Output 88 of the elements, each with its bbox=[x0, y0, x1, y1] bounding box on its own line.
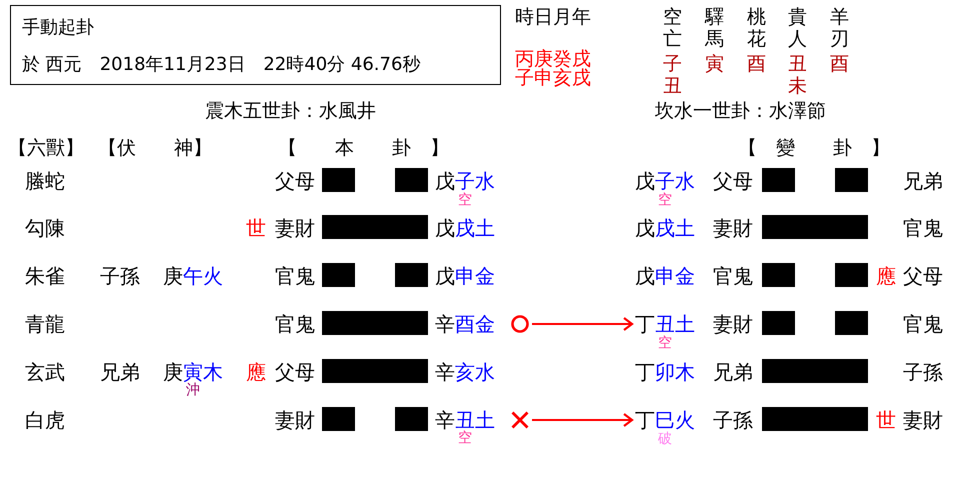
note-label: 空 bbox=[458, 193, 472, 208]
stem-label: 戊 bbox=[635, 217, 655, 239]
relation-label: 妻財 bbox=[903, 409, 943, 431]
relation-label: 官鬼 bbox=[903, 313, 943, 335]
section-heading: 【 本 卦 】 bbox=[278, 137, 449, 159]
relation-label: 妻財 bbox=[713, 313, 753, 335]
branch-label: 申金 bbox=[655, 265, 695, 287]
column-heading: 貴人 bbox=[788, 6, 807, 50]
branch-label: 戌土 bbox=[455, 217, 495, 239]
hexagram-title: 坎水一世卦：水澤節 bbox=[655, 100, 826, 122]
stem-label: 丁 bbox=[635, 312, 655, 336]
column-value: 子丑 bbox=[663, 53, 682, 97]
note-label: 沖 bbox=[186, 383, 200, 398]
column-value: 丑未 bbox=[788, 53, 807, 97]
relation-label: 子孫 bbox=[903, 361, 943, 383]
spirit-label: 白虎 bbox=[25, 409, 65, 431]
ring-icon bbox=[511, 315, 529, 333]
spirit-label: 螣蛇 bbox=[25, 170, 65, 192]
branch-label: 申金 bbox=[455, 265, 495, 287]
relation-label: 官鬼 bbox=[903, 217, 943, 239]
column-heading: 羊刃 bbox=[830, 6, 849, 50]
stem-label: 丁 bbox=[635, 408, 655, 432]
column-heading: 桃花 bbox=[747, 6, 766, 50]
column-value: 酉 bbox=[747, 53, 766, 75]
branch-label: 亥水 bbox=[455, 361, 495, 383]
relation-label: 子孫 bbox=[100, 265, 140, 287]
column-value: 寅 bbox=[705, 53, 724, 75]
branch-label: 卯木 bbox=[655, 361, 695, 383]
stem-label: 庚 bbox=[163, 361, 183, 383]
arrow bbox=[532, 316, 634, 332]
note-label: 空 bbox=[658, 336, 672, 351]
branch-label: 午火 bbox=[183, 265, 223, 287]
relation-label: 兄弟 bbox=[713, 361, 753, 383]
stem-label: 戊 bbox=[435, 265, 455, 287]
note-label: 空 bbox=[458, 431, 472, 446]
branch-label: 子水 bbox=[455, 170, 495, 192]
stem-label: 辛 bbox=[435, 409, 455, 431]
column-heading: 空亡 bbox=[663, 6, 682, 50]
pillar-heading: 時日月年 bbox=[515, 6, 591, 28]
relation-label: 子孫 bbox=[713, 409, 753, 431]
relation-label: 官鬼 bbox=[275, 313, 315, 335]
relation-label: 父母 bbox=[275, 170, 315, 192]
spirit-label: 朱雀 bbox=[25, 265, 65, 287]
spirit-label: 勾陳 bbox=[25, 217, 65, 239]
stem-label: 庚 bbox=[163, 265, 183, 287]
position-marker: 應 bbox=[246, 361, 266, 383]
section-heading: 【伏 神】 bbox=[98, 137, 212, 159]
note-label: 破 bbox=[658, 432, 672, 447]
stem-label: 戊 bbox=[635, 170, 655, 192]
position-marker: 世 bbox=[246, 217, 266, 239]
hexagram-title: 震木五世卦：水風井 bbox=[205, 100, 376, 122]
stem-label: 戊 bbox=[635, 265, 655, 287]
section-heading: 【 變 卦 】 bbox=[738, 137, 890, 159]
relation-label: 父母 bbox=[903, 265, 943, 287]
stem-label: 辛 bbox=[435, 313, 455, 335]
relation-label: 妻財 bbox=[713, 217, 753, 239]
position-marker: 應 bbox=[876, 265, 896, 287]
branch-label: 丑土 bbox=[655, 312, 695, 336]
stem-label: 戊 bbox=[435, 217, 455, 239]
branch-label: 戌土 bbox=[655, 217, 695, 239]
heading-text: 手動起卦 bbox=[22, 16, 94, 40]
spirit-label: 青龍 bbox=[25, 313, 65, 335]
spirit-label: 玄武 bbox=[25, 361, 65, 383]
relation-label: 官鬼 bbox=[275, 265, 315, 287]
relation-label: 妻財 bbox=[275, 217, 315, 239]
arrow bbox=[532, 412, 634, 428]
relation-label: 父母 bbox=[275, 361, 315, 383]
relation-label: 兄弟 bbox=[903, 170, 943, 192]
relation-label: 官鬼 bbox=[713, 265, 753, 287]
relation-label: 父母 bbox=[713, 170, 753, 192]
branch-label: 巳火 bbox=[655, 408, 695, 432]
stem-label: 戊 bbox=[435, 170, 455, 192]
note-label: 空 bbox=[658, 193, 672, 208]
relation-label: 兄弟 bbox=[100, 361, 140, 383]
header-panel bbox=[10, 5, 501, 85]
branch-label: 丑土 bbox=[455, 409, 495, 431]
branch-label: 酉金 bbox=[455, 313, 495, 335]
branch-label: 寅木 bbox=[183, 361, 223, 383]
cross-icon bbox=[511, 411, 529, 429]
section-heading: 【六獸】 bbox=[8, 137, 84, 159]
branch-label: 子水 bbox=[655, 170, 695, 192]
relation-label: 妻財 bbox=[275, 409, 315, 431]
stem-label: 丁 bbox=[635, 361, 655, 383]
stem-label: 辛 bbox=[435, 361, 455, 383]
column-heading: 驛馬 bbox=[705, 6, 724, 50]
column-value: 酉 bbox=[830, 53, 849, 75]
position-marker: 世 bbox=[876, 409, 896, 431]
date-text: 於 西元 2018年11月23日 22時40分 46.76秒 bbox=[22, 53, 420, 77]
